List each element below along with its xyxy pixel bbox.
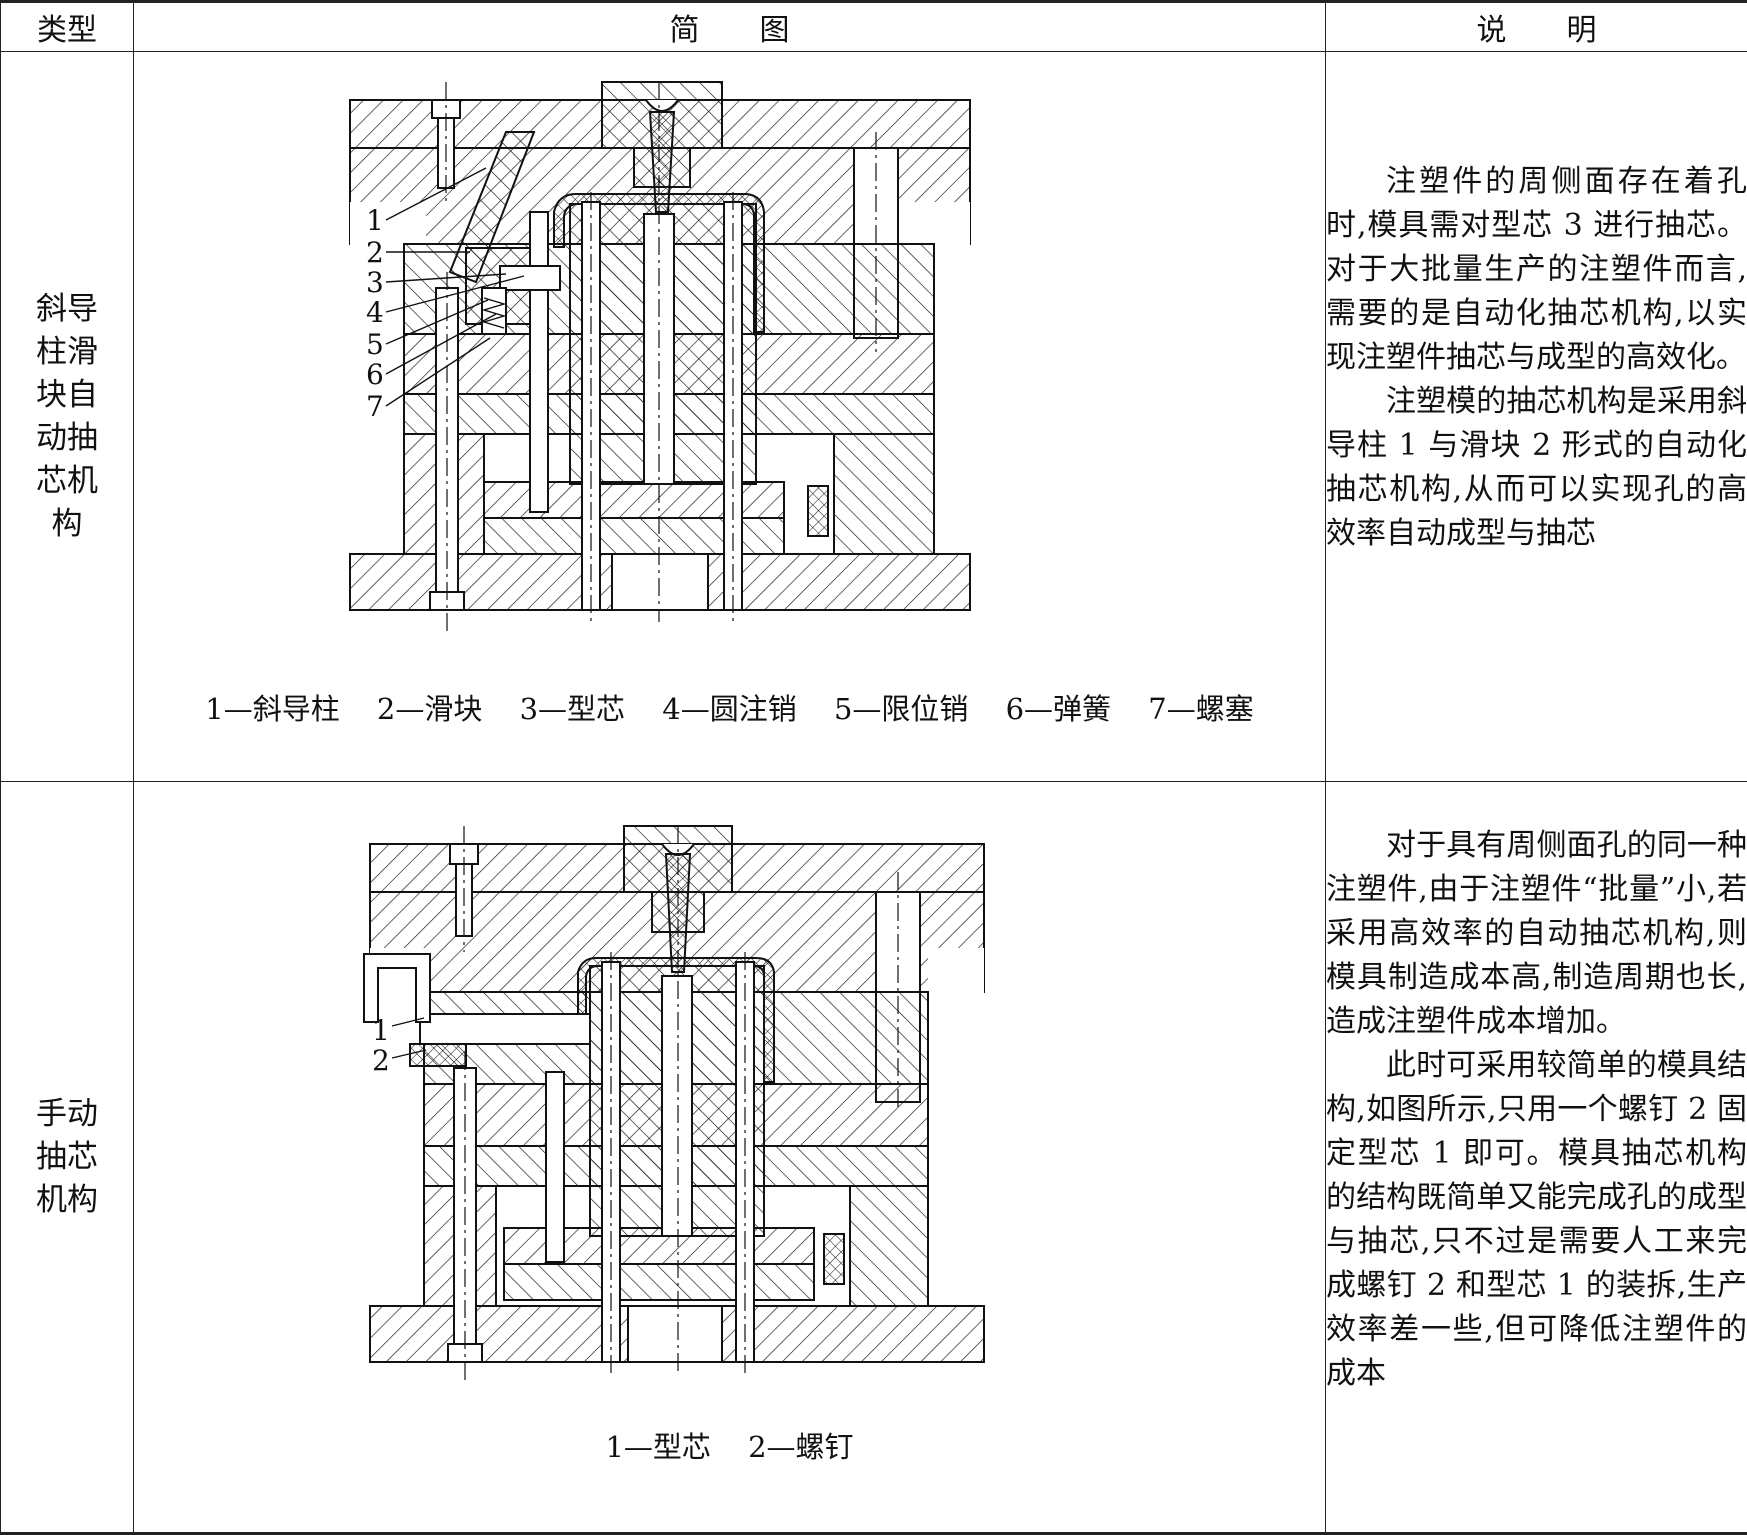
callout-2: 2 (366, 236, 384, 269)
callout-1: 1 (372, 1014, 390, 1047)
mold-drawing-angle-pin: 1 2 3 4 5 6 7 (134, 52, 1324, 782)
legend-item: 1—型芯 (605, 1430, 710, 1464)
callout-1: 1 (366, 204, 384, 237)
callout-6: 6 (366, 358, 384, 391)
legend-item: 3—型芯 (520, 692, 625, 726)
type-line: 抽芯 (1, 1136, 133, 1179)
description-paragraph: 注塑模的抽芯机构是采用斜导柱 1 与滑块 2 形式的自动化抽芯机构,从而可以实现… (1326, 380, 1747, 556)
callout-2: 2 (372, 1044, 390, 1077)
legend-item: 1—斜导柱 (205, 692, 339, 726)
type-cell: 手动 抽芯 机构 (1, 782, 134, 1534)
mold-drawing-manual-core: 1 2 (134, 782, 1324, 1534)
legend-item: 6—弹簧 (1006, 692, 1111, 726)
table-row: 斜导 柱滑 块自 动抽 芯机 构 (1, 52, 1747, 782)
callout-5: 5 (366, 328, 384, 361)
description-cell: 对于具有周侧面孔的同一种注塑件,由于注塑件“批量”小,若采用高效率的自动抽芯机构… (1326, 782, 1747, 1534)
type-line: 手动 (1, 1093, 133, 1136)
legend-item: 4—圆注销 (662, 692, 796, 726)
type-cell: 斜导 柱滑 块自 动抽 芯机 构 (1, 52, 134, 782)
figure-cell: 1 2 3 4 5 6 7 1—斜导柱 2—滑块 3—型芯 4—圆注销 5—限位… (134, 52, 1326, 782)
type-line: 动抽 (1, 417, 133, 460)
type-line: 斜导 (1, 288, 133, 331)
type-line: 芯机 (1, 460, 133, 503)
type-line: 柱滑 (1, 331, 133, 374)
callout-3: 3 (366, 266, 384, 299)
type-line: 构 (1, 503, 133, 546)
header-figure: 简 图 (134, 2, 1326, 52)
description-cell: 注塑件的周侧面存在着孔时,模具需对型芯 3 进行抽芯。对于大批量生产的注塑件而言… (1326, 52, 1747, 782)
figure-legend: 1—型芯 2—螺钉 (134, 1424, 1325, 1466)
legend-item: 7—螺塞 (1148, 692, 1253, 726)
callout-7: 7 (366, 390, 384, 423)
type-line: 块自 (1, 374, 133, 417)
legend-item: 2—螺钉 (748, 1430, 853, 1464)
table-row: 手动 抽芯 机构 (1, 782, 1747, 1534)
description-paragraph: 此时可采用较简单的模具结构,如图所示,只用一个螺钉 2 固定型芯 1 即可。模具… (1326, 1044, 1747, 1396)
figure-cell: 1 2 1—型芯 2—螺钉 (134, 782, 1326, 1534)
table-header-row: 类型 简 图 说 明 (1, 2, 1747, 52)
header-description: 说 明 (1326, 2, 1747, 52)
figure-legend: 1—斜导柱 2—滑块 3—型芯 4—圆注销 5—限位销 6—弹簧 7—螺塞 (134, 686, 1325, 728)
legend-item: 2—滑块 (377, 692, 482, 726)
description-paragraph: 对于具有周侧面孔的同一种注塑件,由于注塑件“批量”小,若采用高效率的自动抽芯机构… (1326, 824, 1747, 1044)
callout-4: 4 (366, 296, 384, 329)
description-paragraph: 注塑件的周侧面存在着孔时,模具需对型芯 3 进行抽芯。对于大批量生产的注塑件而言… (1326, 160, 1747, 380)
legend-item: 5—限位销 (834, 692, 968, 726)
header-type: 类型 (1, 2, 134, 52)
type-line: 机构 (1, 1179, 133, 1222)
